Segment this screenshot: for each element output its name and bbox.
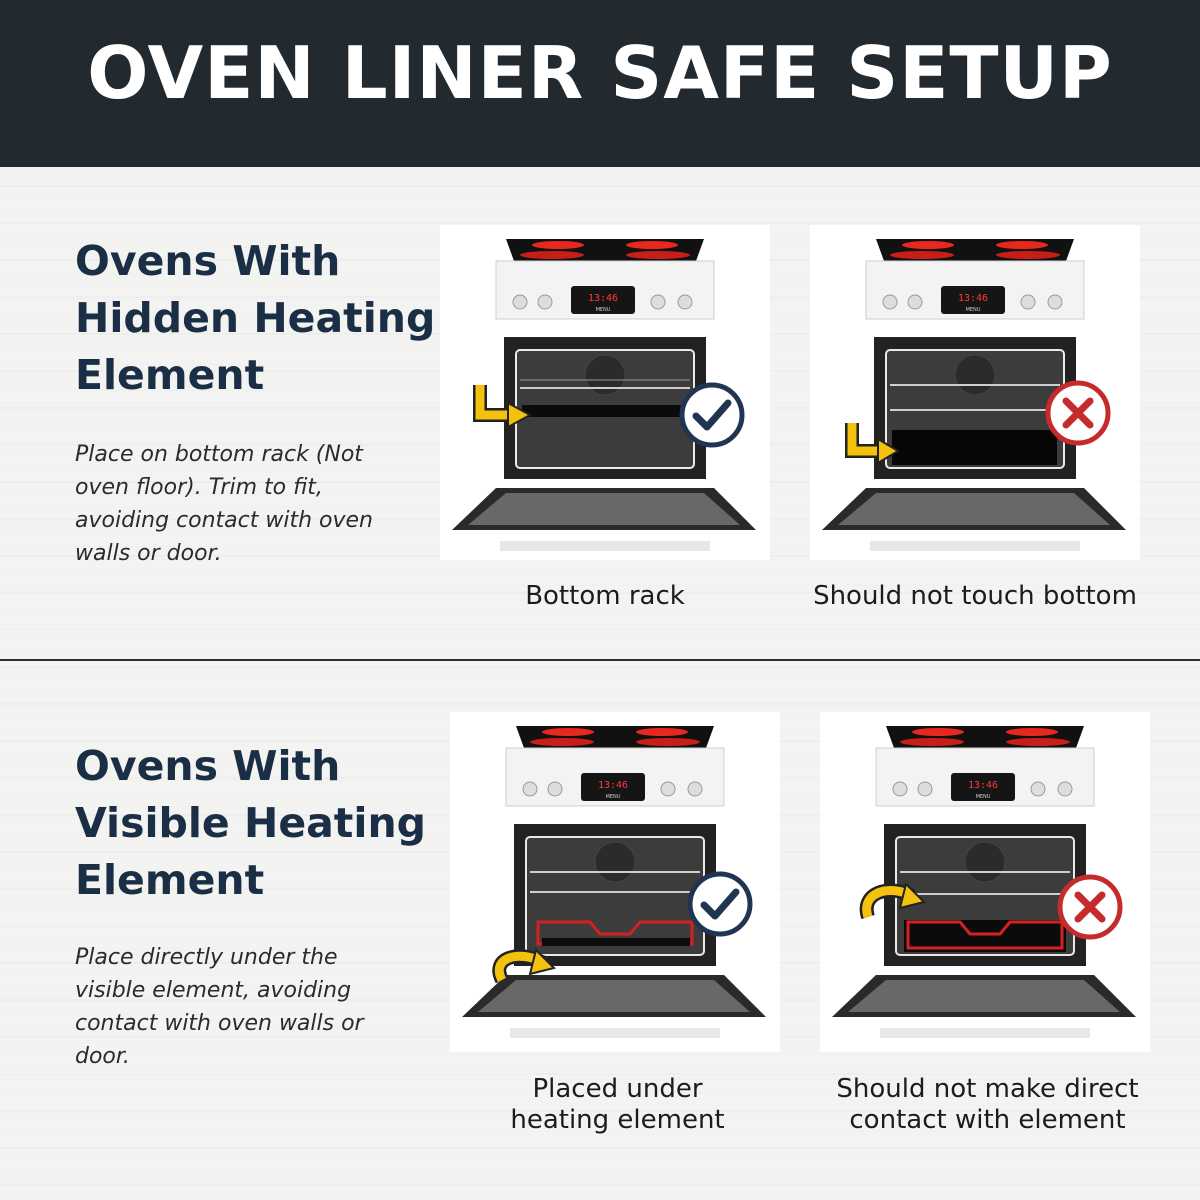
burner	[626, 251, 690, 259]
oven-body: 13:46 MENU	[452, 239, 756, 551]
page-title: OVEN LINER SAFE SETUP	[87, 31, 1113, 115]
oven-image-should-not-contact-element: 13:46 MENU	[820, 712, 1150, 1052]
section-visible-title-line: Ovens With	[75, 742, 341, 790]
burner	[626, 241, 678, 249]
section-visible-title: Ovens With Visible Heating Element	[75, 738, 426, 909]
section-hidden-title-line: Element	[75, 351, 265, 399]
display-time: 13:46	[958, 293, 988, 304]
heating-element	[906, 920, 1064, 950]
caption-line: Should not touch bottom	[813, 581, 1137, 611]
section-visible-description: Place directly under the visible element…	[75, 945, 364, 1069]
check-icon	[687, 871, 753, 937]
display-time: 13:46	[968, 780, 998, 791]
display-menu-label: MENU	[966, 307, 981, 313]
knob	[677, 294, 693, 310]
oven-image-should-not-touch-bottom: 13:46 MENU	[810, 225, 1140, 560]
section-visible-title-line: Visible Heating	[75, 799, 426, 847]
display	[571, 286, 635, 314]
curved-arrow-icon	[859, 882, 926, 920]
oven-liner	[522, 405, 684, 417]
section-hidden-description: Place on bottom rack (Not oven floor). T…	[75, 442, 373, 566]
pointer-arrow-icon	[473, 385, 533, 429]
oven-illustration: 13:46 MENU	[832, 726, 1136, 1038]
header-banner: OVEN LINER SAFE SETUP	[0, 0, 1200, 167]
oven-liner	[892, 430, 1057, 465]
knob	[512, 294, 528, 310]
section-hidden-title-line: Hidden Heating	[75, 294, 436, 342]
oven-body: 13:46 MENU	[822, 239, 1126, 551]
caption-should-not-touch-bottom: Should not touch bottom	[800, 581, 1150, 612]
caption-placed-under-element: Placed under heating element	[450, 1074, 785, 1136]
display-time: 13:46	[588, 293, 618, 304]
check-icon	[679, 382, 745, 448]
section-hidden-title: Ovens With Hidden Heating Element	[75, 233, 435, 404]
oven-image-bottom-rack: 13:46 MENU	[440, 225, 770, 560]
caption-line: contact with element	[849, 1105, 1126, 1135]
oven-body: 13:46 MENU	[832, 726, 1136, 1038]
oven-liner	[542, 938, 690, 946]
x-icon	[1057, 874, 1123, 940]
pointer-arrow-icon	[845, 423, 900, 465]
display-menu-label: MENU	[976, 794, 991, 800]
display-menu-label: MENU	[606, 794, 621, 800]
burner	[902, 241, 954, 249]
x-icon	[1045, 380, 1111, 446]
burner	[996, 251, 1060, 259]
display-menu-label: MENU	[596, 307, 611, 313]
curved-arrow-icon	[492, 948, 556, 984]
oven-image-placed-under-element: 13:46 MENU	[450, 712, 780, 1052]
section-divider	[0, 659, 1200, 661]
burner	[996, 241, 1048, 249]
burner	[890, 251, 954, 259]
caption-line: Should not make direct	[836, 1074, 1139, 1104]
oven-body: 13:46 MENU	[462, 726, 766, 1038]
section-visible-title-line: Element	[75, 856, 265, 904]
caption-line: Bottom rack	[525, 581, 685, 611]
oven-illustration: 13:46 MENU	[462, 726, 766, 1038]
caption-should-not-contact-element: Should not make direct contact with elem…	[815, 1074, 1160, 1136]
display-time: 13:46	[598, 780, 628, 791]
oven-illustration: 13:46 MENU	[452, 239, 756, 551]
caption-line: heating element	[510, 1105, 725, 1135]
caption-bottom-rack: Bottom rack	[440, 581, 770, 612]
knob	[537, 294, 553, 310]
burner	[520, 251, 584, 259]
oven-illustration: 13:46 MENU	[822, 239, 1126, 551]
section-hidden-title-line: Ovens With	[75, 237, 341, 285]
knob	[650, 294, 666, 310]
caption-line: Placed under	[532, 1074, 703, 1104]
burner	[532, 241, 584, 249]
